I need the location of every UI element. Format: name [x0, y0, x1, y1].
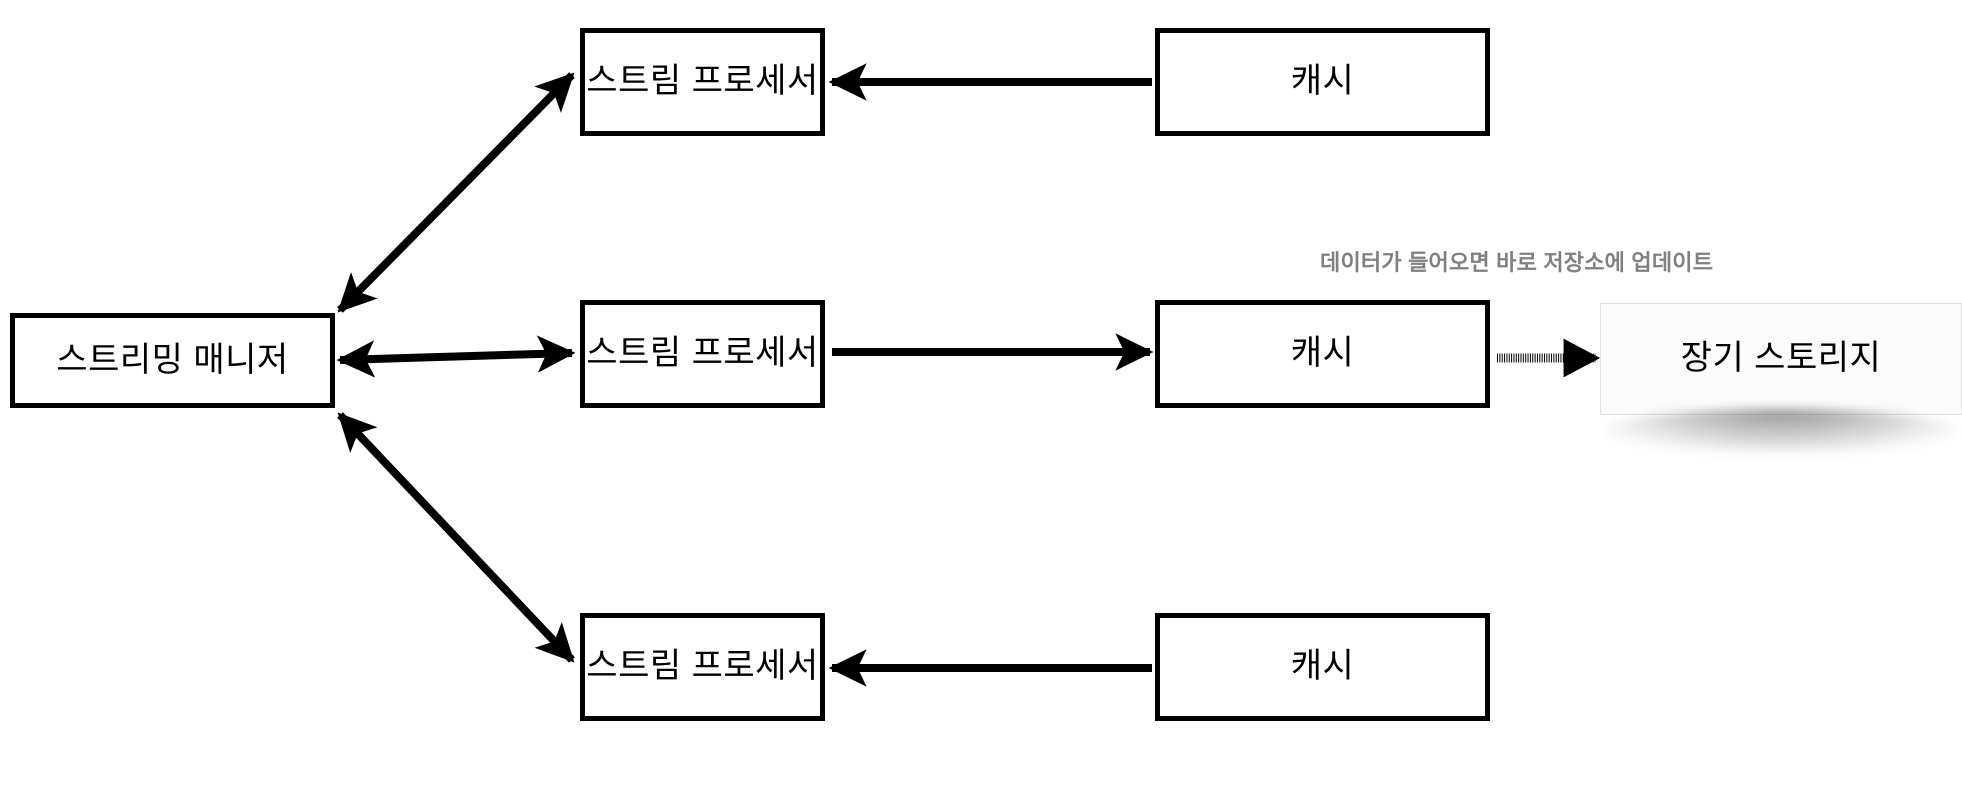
- node-label-long-term-storage: 장기 스토리지: [1680, 339, 1882, 378]
- node-stream-processor-middle: 스트림 프로세서: [580, 300, 825, 408]
- node-cache-middle: 캐시: [1155, 300, 1490, 408]
- node-long-term-storage: 장기 스토리지: [1600, 303, 1962, 415]
- storage-drop-shadow: [1604, 409, 1958, 453]
- edge-manager-to-processor-bottom: [337, 412, 575, 663]
- node-label-stream-processor-bottom: 스트림 프로세서: [586, 647, 819, 686]
- node-streaming-manager: 스트리밍 매니저: [10, 313, 335, 408]
- node-cache-top: 캐시: [1155, 28, 1490, 136]
- node-label-stream-processor-middle: 스트림 프로세서: [586, 334, 819, 373]
- node-label-cache-middle: 캐시: [1290, 334, 1355, 373]
- node-label-cache-top: 캐시: [1290, 62, 1355, 101]
- node-label-cache-bottom: 캐시: [1290, 647, 1355, 686]
- edge-manager-to-processor-middle: [336, 335, 576, 378]
- node-cache-bottom: 캐시: [1155, 613, 1490, 721]
- node-stream-processor-top: 스트림 프로세서: [580, 28, 825, 136]
- edge-manager-to-processor-top: [337, 72, 575, 313]
- node-label-streaming-manager: 스트리밍 매니저: [56, 340, 289, 379]
- node-stream-processor-bottom: 스트림 프로세서: [580, 613, 825, 721]
- annotation-update-note: 데이터가 들어오면 바로 저장소에 업데이트: [1320, 250, 1714, 275]
- node-label-stream-processor-top: 스트림 프로세서: [586, 62, 819, 101]
